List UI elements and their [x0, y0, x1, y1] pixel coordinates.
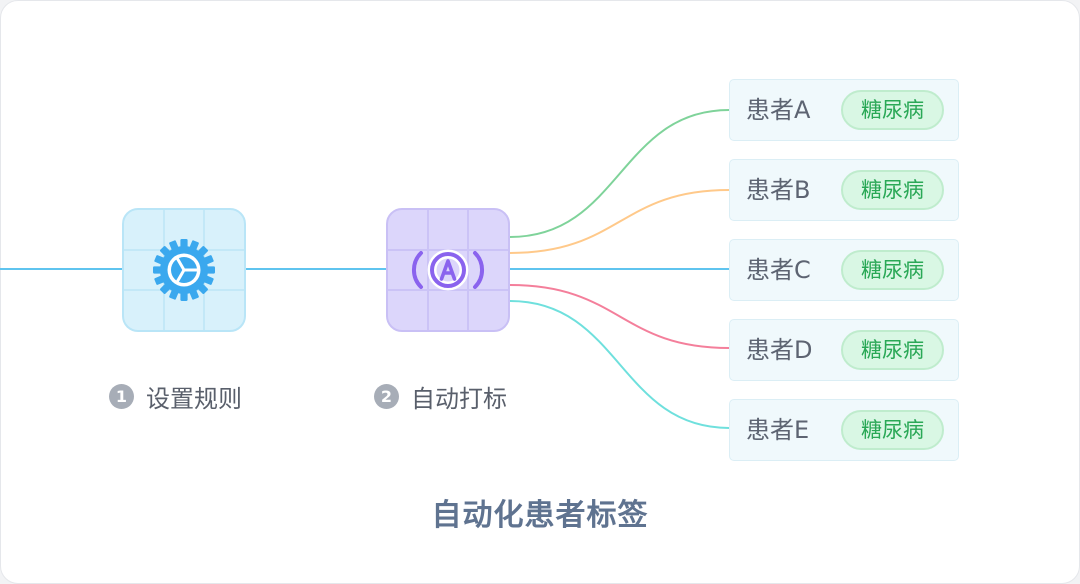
- step-label-text: 设置规则: [146, 384, 242, 413]
- branch-lines: [509, 109, 730, 429]
- diagnosis-tag[interactable]: 糖尿病: [841, 90, 944, 130]
- diagnosis-tag[interactable]: 糖尿病: [841, 170, 944, 210]
- step-number-badge: 1: [109, 383, 134, 409]
- diagnosis-tag[interactable]: 糖尿病: [841, 330, 944, 370]
- rules-tile[interactable]: [122, 208, 246, 332]
- patient-card-d[interactable]: 患者D 糖尿病: [729, 319, 959, 381]
- patient-name: 患者A: [746, 96, 811, 124]
- step-setup-rules: 1 设置规则: [109, 378, 242, 414]
- patient-card-c[interactable]: 患者C 糖尿病: [729, 239, 959, 301]
- patient-card-e[interactable]: 患者E 糖尿病: [729, 399, 959, 461]
- branch-line-3: [509, 284, 730, 349]
- patient-name: 患者D: [746, 336, 813, 364]
- patient-card-a[interactable]: 患者A 糖尿病: [729, 79, 959, 141]
- branch-line-4: [509, 300, 730, 429]
- gear-icon: [153, 239, 215, 301]
- diagnosis-tag[interactable]: 糖尿病: [841, 250, 944, 290]
- patient-name: 患者E: [746, 416, 810, 444]
- step-number-badge: 2: [374, 383, 399, 409]
- patient-name: 患者C: [746, 256, 811, 284]
- diagnosis-tag[interactable]: 糖尿病: [841, 410, 944, 450]
- branch-line-0: [509, 109, 730, 238]
- patient-card-b[interactable]: 患者B 糖尿病: [729, 159, 959, 221]
- auto-tag-tile[interactable]: [386, 208, 510, 332]
- diagram-title: 自动化患者标签: [431, 498, 649, 533]
- branch-line-1: [509, 189, 730, 254]
- step-auto-tagging: 2 自动打标: [374, 378, 507, 414]
- step-label-text: 自动打标: [411, 384, 507, 413]
- auto-tag-icon: [411, 249, 485, 291]
- patient-name: 患者B: [746, 176, 811, 204]
